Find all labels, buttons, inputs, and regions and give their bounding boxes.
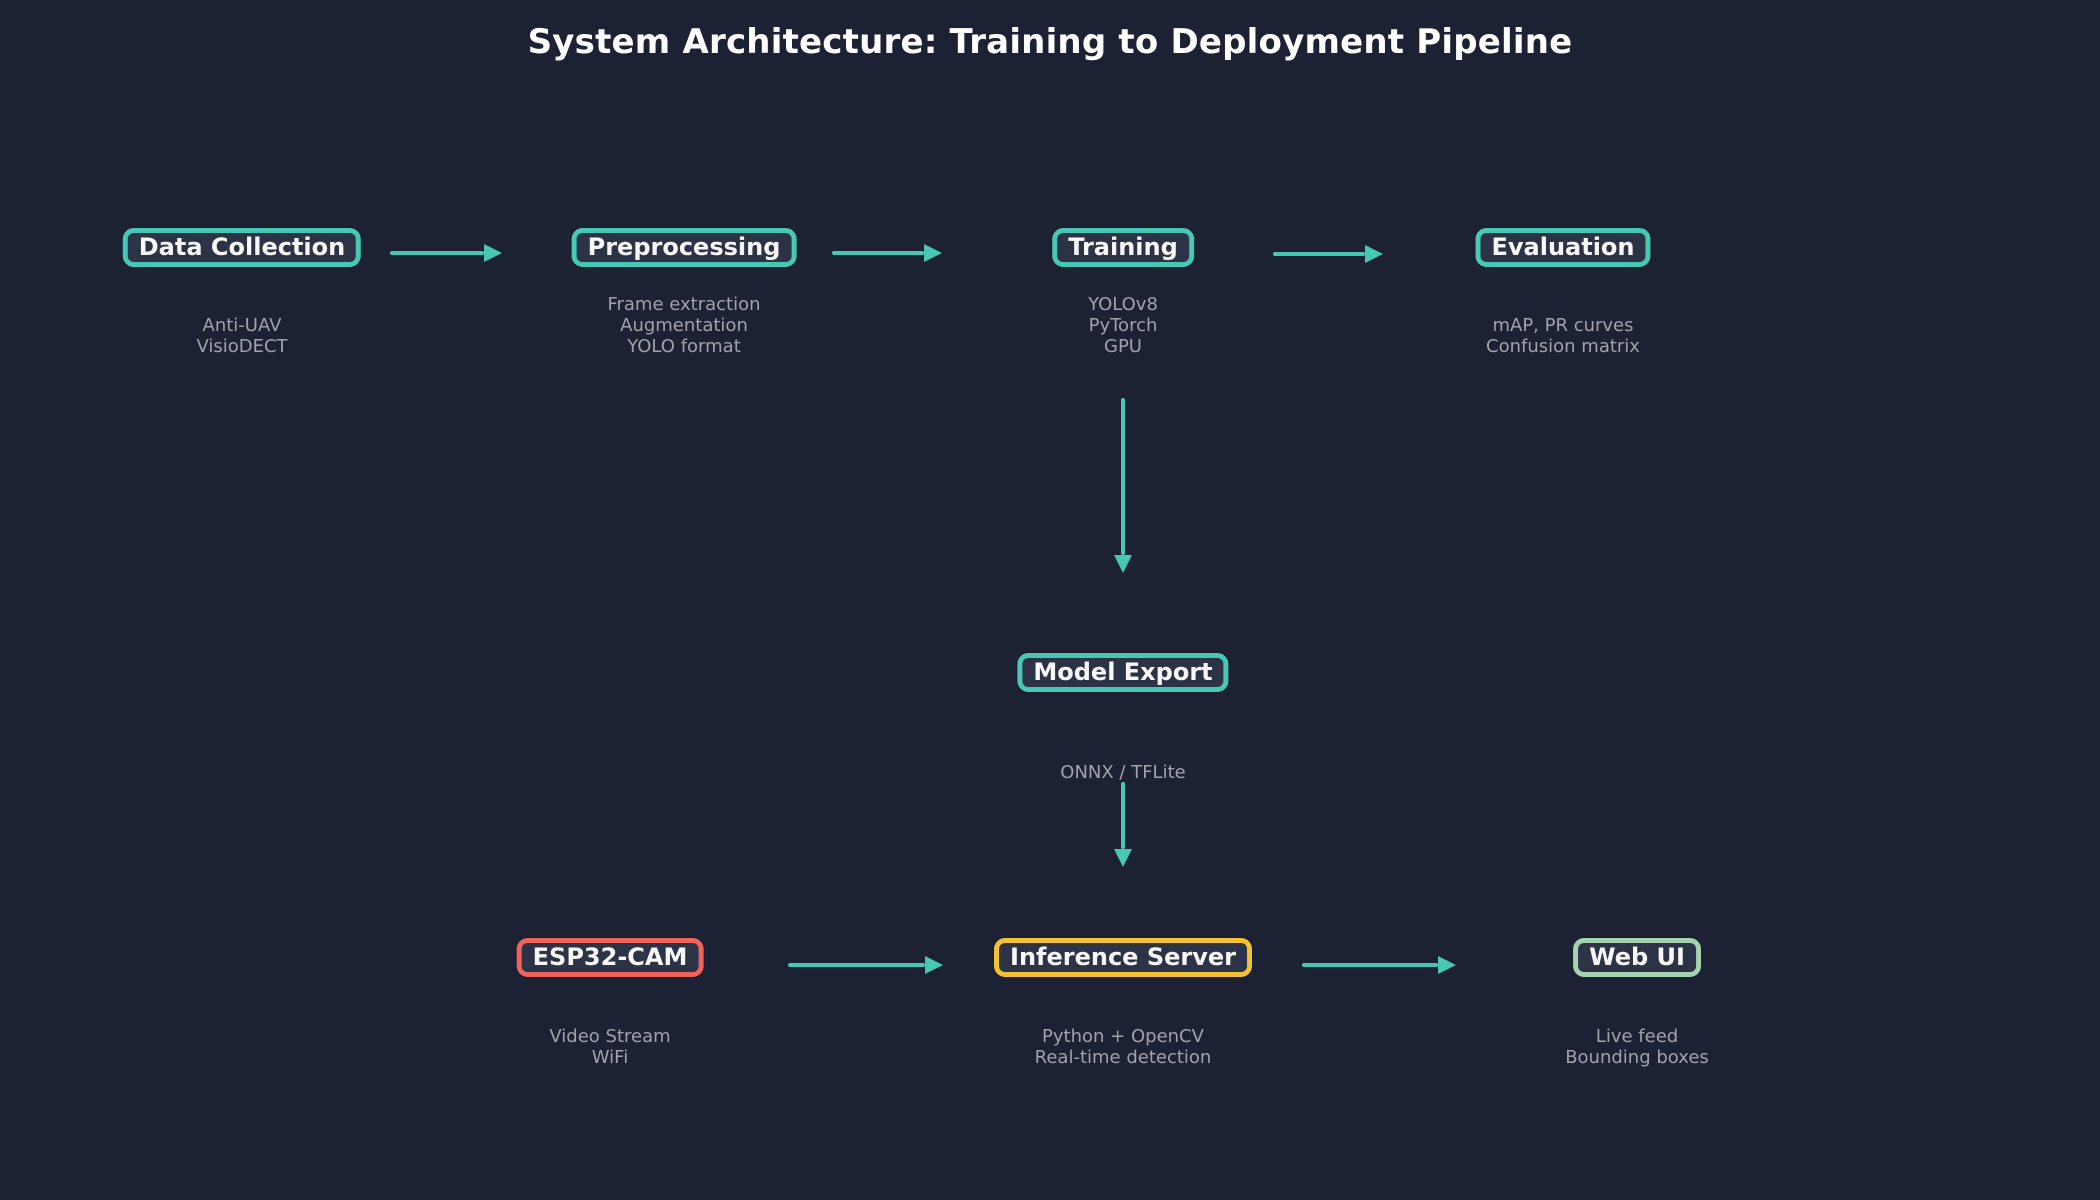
node-evaluation: Evaluation (1475, 228, 1651, 267)
node-box-training: Training (1052, 228, 1194, 267)
node-data-collection: Data Collection (122, 228, 362, 267)
arrow-model-export-to-inference-server (1121, 782, 1125, 849)
node-inference-server: Inference Server (994, 938, 1252, 977)
node-box-model-export: Model Export (1017, 653, 1229, 692)
node-sublabel-model-export: ONNX / TFLite (1060, 762, 1186, 783)
node-box-web-ui: Web UI (1573, 938, 1701, 977)
node-box-data-collection: Data Collection (122, 228, 362, 267)
node-sublabel-inference-server: Python + OpenCV Real-time detection (1034, 1026, 1212, 1068)
arrow-training-to-model-export (1121, 398, 1125, 555)
node-esp32-cam: ESP32-CAM (516, 938, 704, 977)
node-sublabel-web-ui: Live feed Bounding boxes (1565, 1026, 1709, 1068)
arrow-inference-server-to-web-ui (1302, 963, 1438, 967)
node-web-ui: Web UI (1573, 938, 1701, 977)
arrow-esp32-cam-to-inference-server (788, 963, 925, 967)
diagram-title: System Architecture: Training to Deploym… (527, 22, 1573, 62)
arrow-data-collection-to-preprocessing (390, 251, 484, 255)
arrow-preprocessing-to-training (832, 251, 924, 255)
node-sublabel-data-collection: Anti-UAV VisioDECT (196, 315, 288, 357)
node-box-preprocessing: Preprocessing (571, 228, 797, 267)
node-box-inference-server: Inference Server (994, 938, 1252, 977)
node-model-export: Model Export (1017, 653, 1229, 692)
node-sublabel-evaluation: mAP, PR curves Confusion matrix (1486, 315, 1640, 357)
node-box-esp32-cam: ESP32-CAM (516, 938, 704, 977)
node-sublabel-training: YOLOv8 PyTorch GPU (1088, 294, 1158, 357)
node-sublabel-preprocessing: Frame extraction Augmentation YOLO forma… (607, 294, 761, 357)
node-box-evaluation: Evaluation (1475, 228, 1651, 267)
arrow-training-to-evaluation (1273, 252, 1365, 256)
node-preprocessing: Preprocessing (571, 228, 797, 267)
node-training: Training (1052, 228, 1194, 267)
node-sublabel-esp32-cam: Video Stream WiFi (549, 1026, 671, 1068)
